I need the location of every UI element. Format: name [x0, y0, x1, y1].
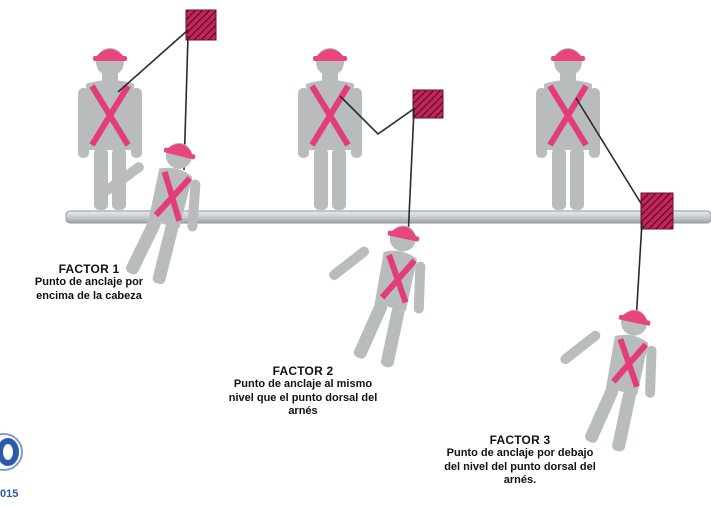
worker-body: [298, 48, 362, 210]
anchor-point-2-icon: [413, 90, 443, 118]
lanyard-1-standing: [118, 30, 188, 92]
anchor-point-3-icon: [641, 193, 673, 229]
lanyard-3-standing: [576, 98, 642, 205]
factor-3-title: FACTOR 3: [442, 433, 598, 447]
standing-worker-3: [536, 48, 600, 210]
falling-worker-2: [311, 212, 441, 372]
factor-2-description: Punto de anclaje al mismo nivel que el p…: [228, 378, 378, 419]
worker-body: [311, 212, 441, 372]
factor-1-title: FACTOR 1: [20, 262, 158, 276]
factor-3-description: Punto de anclaje por debajo del nivel de…: [442, 447, 598, 488]
factor-1-description: Punto de anclaje por encima de la cabeza: [20, 276, 158, 303]
factor-2-title: FACTOR 2: [228, 364, 378, 378]
standing-worker-2: [298, 48, 362, 210]
factor-3-caption: FACTOR 3 Punto de anclaje por debajo del…: [442, 433, 598, 488]
logo-text: 015: [0, 488, 18, 500]
certification-logo-icon: [0, 434, 22, 470]
factor-1-caption: FACTOR 1 Punto de anclaje por encima de …: [20, 262, 158, 303]
worker-body: [536, 48, 600, 210]
anchor-point-1-icon: [186, 10, 216, 40]
factor-2-caption: FACTOR 2 Punto de anclaje al mismo nivel…: [228, 364, 378, 419]
lanyard-3-falling: [636, 222, 642, 322]
